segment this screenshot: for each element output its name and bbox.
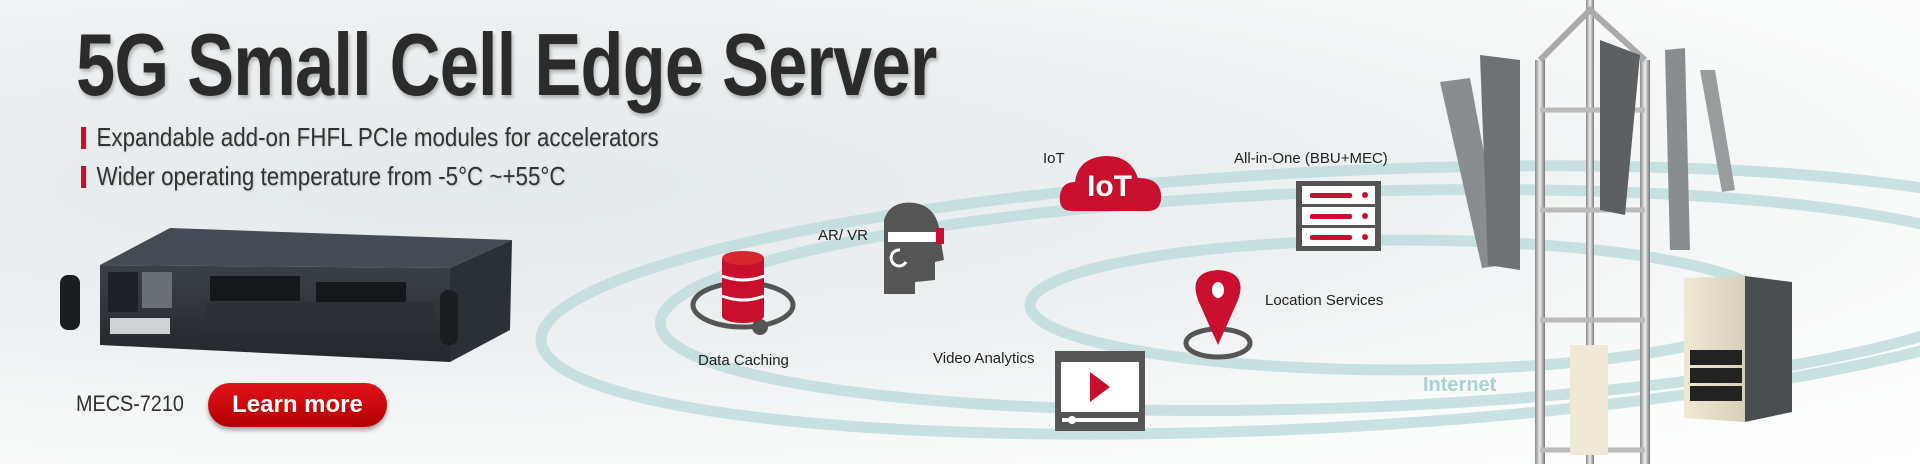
internet-label: Internet <box>1423 374 1497 396</box>
arvr-headset-icon <box>884 202 944 294</box>
feature-text: Wider operating temperature from -5°C ~+… <box>96 161 566 191</box>
arvr-label: AR/ VR <box>818 227 869 244</box>
video-player-icon <box>1055 351 1145 431</box>
page-title: 5G Small Cell Edge Server <box>76 15 937 114</box>
data-center-rack-image <box>1684 276 1792 422</box>
video-analytics-label: Video Analytics <box>933 350 1035 367</box>
iot-label: IoT <box>1043 150 1065 167</box>
location-services-label: Location Services <box>1265 292 1384 309</box>
bullet-marker <box>81 165 87 188</box>
bullet-marker <box>81 126 87 149</box>
iot-cloud-icon <box>1059 155 1162 211</box>
iot-icon-text: IoT <box>1087 170 1132 203</box>
feature-text: Expandable add-on FHFL PCIe modules for … <box>96 122 659 152</box>
feature-item: Expandable add-on FHFL PCIe modules for … <box>81 122 659 153</box>
data-caching-label: Data Caching <box>698 352 789 369</box>
server-product-image <box>60 228 512 362</box>
all-in-one-label: All-in-One (BBU+MEC) <box>1234 150 1388 167</box>
database-icon <box>690 251 796 335</box>
learn-more-button[interactable]: Learn more <box>208 383 387 427</box>
server-rack-icon <box>1296 181 1381 251</box>
product-model: MECS-7210 <box>76 391 184 416</box>
location-pin-icon <box>1183 270 1253 360</box>
feature-item: Wider operating temperature from -5°C ~+… <box>81 161 566 192</box>
cell-tower-image <box>1440 0 1735 464</box>
